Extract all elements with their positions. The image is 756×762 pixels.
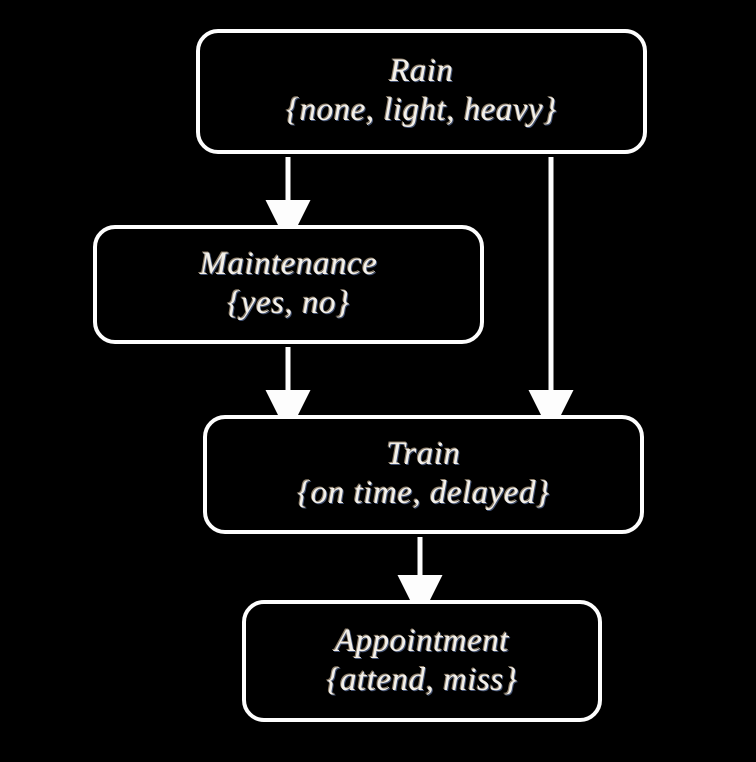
node-maintenance-states: {yes, no} — [227, 285, 350, 321]
node-appointment-states: {attend, miss} — [326, 661, 518, 698]
node-train[interactable]: Train {on time, delayed} — [203, 415, 644, 534]
node-rain-states: {none, light, heavy} — [286, 92, 557, 128]
node-rain-label: Rain — [389, 53, 454, 90]
node-rain[interactable]: Rain {none, light, heavy} — [196, 29, 647, 154]
node-maintenance[interactable]: Maintenance {yes, no} — [93, 225, 484, 344]
node-maintenance-label: Maintenance — [199, 246, 378, 283]
node-train-states: {on time, delayed} — [297, 475, 550, 511]
node-train-label: Train — [386, 436, 461, 473]
node-appointment[interactable]: Appointment {attend, miss} — [242, 600, 602, 722]
node-appointment-label: Appointment — [334, 622, 510, 659]
